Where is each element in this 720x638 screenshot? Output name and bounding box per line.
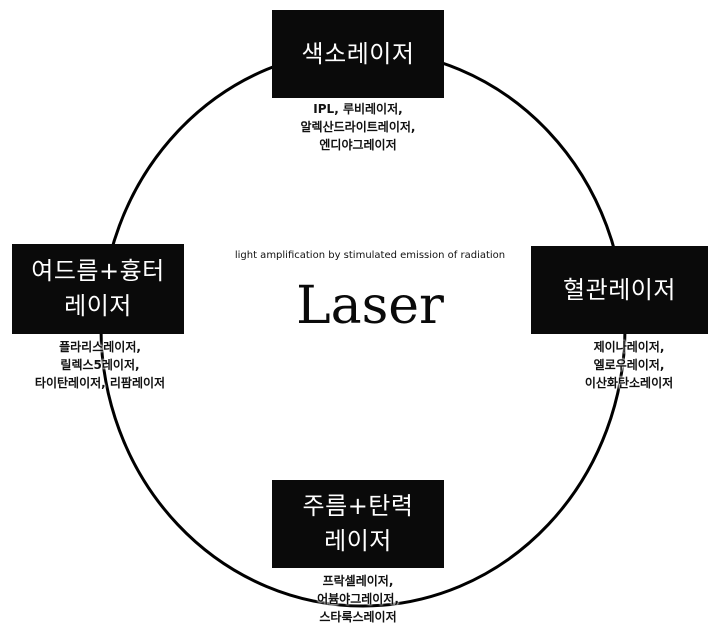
node-bottom-items: 프락셀레이저, 어븀야그레이저, 스타룩스레이저 (252, 572, 464, 626)
list-item: 스타룩스레이저 (319, 610, 397, 624)
list-item: 엘로우레이저, (593, 358, 665, 372)
node-bottom-box: 주름+탄력 레이저 (272, 480, 444, 568)
node-left-items: 플라리스레이저, 릴렉스5레이저, 타이탄레이저, 리팜레이저 (2, 338, 198, 392)
node-left-box: 여드름+흉터 레이저 (12, 244, 184, 334)
list-item: 플라리스레이저, (59, 340, 141, 354)
list-item: IPL, 루비레이저, (313, 102, 403, 116)
center-tagline: light amplification by stimulated emissi… (234, 250, 506, 261)
node-right-items: 제이나레이저, 엘로우레이저, 이산화탄소레이저 (540, 338, 718, 392)
node-top-label: 색소레이저 (302, 37, 415, 72)
list-item: 프락셀레이저, (322, 574, 394, 588)
node-left-label-line: 레이저 (64, 292, 132, 320)
node-bottom-label-line: 레이저 (324, 527, 392, 555)
node-top-items: IPL, 루비레이저, 알렉산드라이트레이저, 엔디야그레이저 (232, 100, 484, 154)
list-item: 이산화탄소레이저 (584, 376, 674, 390)
list-item: 엔디야그레이저 (319, 138, 397, 152)
list-item: 타이탄레이저, 리팜레이저 (34, 376, 166, 390)
node-bottom-label-line: 주름+탄력 (302, 492, 414, 520)
list-item: 알렉산드라이트레이저, (300, 120, 416, 134)
node-bottom-label: 주름+탄력 레이저 (303, 489, 414, 559)
node-right-label: 혈관레이저 (563, 273, 676, 308)
list-item: 제이나레이저, (593, 340, 665, 354)
list-item: 어븀야그레이저, (317, 592, 399, 606)
list-item: 릴렉스5레이저, (60, 358, 140, 372)
node-right-label-line: 혈관레이저 (563, 275, 676, 304)
node-right-box: 혈관레이저 (531, 246, 708, 334)
node-left-label-line: 여드름+흉터 (31, 257, 165, 285)
node-top-label-line: 색소레이저 (301, 39, 415, 68)
node-top-box: 색소레이저 (272, 10, 444, 98)
node-left-label: 여드름+흉터 레이저 (31, 254, 165, 324)
center-title: Laser (296, 276, 444, 336)
